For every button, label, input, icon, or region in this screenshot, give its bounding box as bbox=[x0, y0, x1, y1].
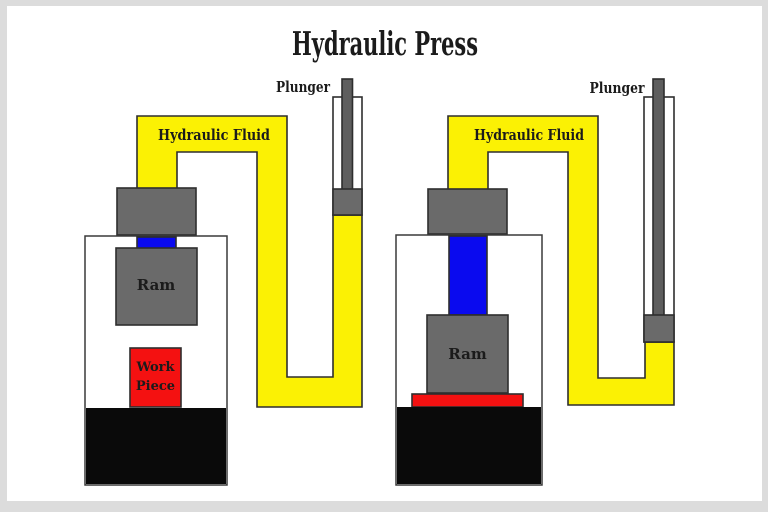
right-plunger-rod bbox=[652, 78, 665, 317]
right-press-diagram: Ram Plunger Hydraulic Fluid bbox=[395, 78, 675, 486]
left-ram-block bbox=[115, 247, 198, 326]
right-hydraulic-fluid-label: Hydraulic Fluid bbox=[474, 126, 584, 144]
left-plunger-piston bbox=[332, 188, 363, 216]
left-press-diagram: Ram Work Piece Plunger Hydraulic Fluid bbox=[84, 78, 363, 486]
left-base-anvil bbox=[86, 408, 226, 484]
left-ram-label: Ram bbox=[137, 276, 176, 294]
left-plunger-rod bbox=[341, 78, 354, 191]
right-plunger-label: Plunger bbox=[590, 79, 646, 97]
left-work-piece-label-line2: Piece bbox=[136, 379, 175, 394]
page-title: Hydraulic Press bbox=[292, 24, 478, 63]
right-plunger-piston bbox=[643, 314, 675, 343]
left-press-cap bbox=[116, 187, 197, 236]
right-press-cap bbox=[427, 188, 508, 235]
right-ram-label: Ram bbox=[448, 345, 487, 363]
left-work-piece bbox=[129, 347, 182, 408]
right-work-piece-compressed bbox=[411, 393, 524, 408]
left-work-piece-label-line1: Work bbox=[135, 360, 175, 375]
right-ram-rod bbox=[448, 235, 488, 316]
left-plunger-label: Plunger bbox=[276, 78, 331, 96]
right-ram-block bbox=[426, 314, 509, 394]
right-base-anvil bbox=[397, 407, 541, 484]
left-hydraulic-fluid-label: Hydraulic Fluid bbox=[158, 126, 270, 144]
